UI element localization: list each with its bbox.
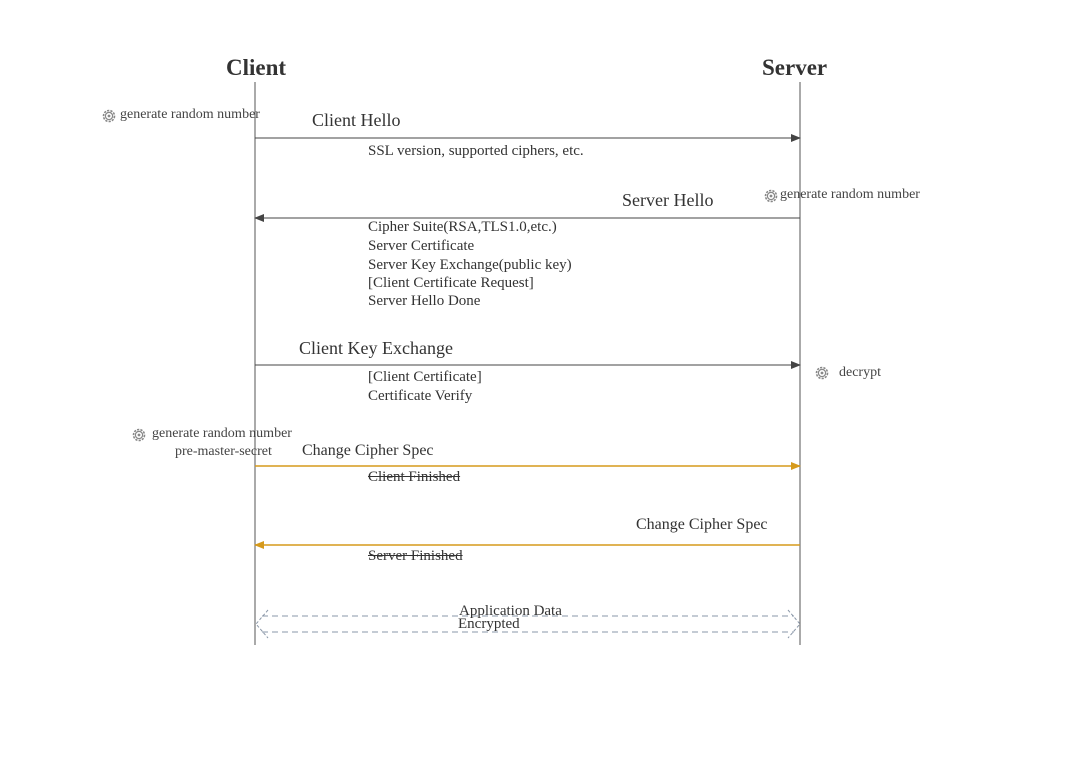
server-hello-detail: Server Hello Done <box>368 293 481 309</box>
client-hello-detail: SSL version, supported ciphers, etc. <box>368 143 584 159</box>
encrypted-label: Encrypted <box>458 616 520 632</box>
server-header: Server <box>762 55 828 80</box>
client-hello-label: Client Hello <box>312 110 401 130</box>
client-random-note-1: generate random number <box>120 107 260 122</box>
server-finished-detail: Server Finished <box>368 548 463 564</box>
server-hello-detail: Server Certificate <box>368 238 475 254</box>
server-hello-label: Server Hello <box>622 190 714 210</box>
server-change-cipher-label: Change Cipher Spec <box>636 516 768 533</box>
gear-icon <box>764 189 778 203</box>
client-key-exchange-detail: [Client Certificate] <box>368 369 482 385</box>
server-hello-detail: [Client Certificate Request] <box>368 275 534 291</box>
server-decrypt-note: decrypt <box>839 365 881 380</box>
client-finished-detail: Client Finished <box>368 469 461 485</box>
gear-icon <box>132 428 146 442</box>
client-key-exchange-label: Client Key Exchange <box>299 338 453 358</box>
server-hello-detail: Cipher Suite(RSA,TLS1.0,etc.) <box>368 219 557 235</box>
server-random-note: generate random number <box>780 187 920 202</box>
client-random-note-2: generate random number <box>152 426 292 441</box>
client-header: Client <box>226 55 287 80</box>
server-hello-detail: Server Key Exchange(public key) <box>368 257 572 273</box>
gear-icon <box>102 109 116 123</box>
gear-icon <box>815 366 829 380</box>
pre-master-secret-note: pre-master-secret <box>175 444 272 459</box>
client-change-cipher-label: Change Cipher Spec <box>302 442 434 459</box>
application-data-arrow <box>255 609 801 639</box>
client-key-exchange-detail: Certificate Verify <box>368 388 473 404</box>
application-data-label: Application Data <box>459 603 562 619</box>
